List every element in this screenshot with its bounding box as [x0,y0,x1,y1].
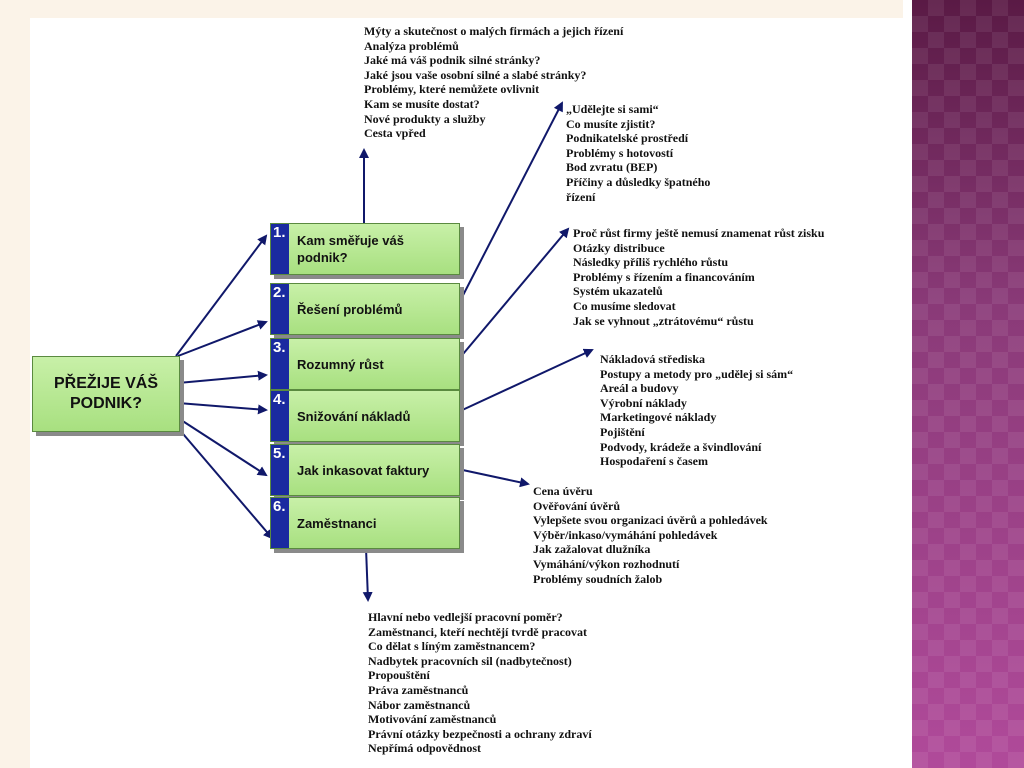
slide-left-band [0,0,30,768]
topic-box-3: 3. Rozumný růst [270,338,460,390]
list-item: Pojištění [600,424,645,439]
list-item: Problémy soudních žalob [533,571,663,586]
arrow-topic5-to-list [457,468,530,488]
topic-number: 6. [273,498,286,515]
topic-number: 1. [273,224,286,241]
topic-box-5: 5. Jak inkasovat faktury [270,444,460,496]
topic-label: Zaměstnanci [297,515,377,531]
arrow-center-to-topic3 [177,370,268,384]
list-item: Hospodaření s časem [600,454,708,469]
list-item: Právní otázky bezpečnosti a ochrany zdra… [368,726,592,741]
list-item: Problémy, které nemůžete ovlivnit [364,82,540,97]
arrow-center-to-topic1 [175,234,268,357]
topic-number: 2. [273,284,286,301]
list-item: Jaké jsou vaše osobní silné a slabé strá… [364,67,587,82]
list-item: Co dělat s líným zaměstnancem? [368,639,536,654]
arrow-topic2-to-list [457,101,563,306]
arrow-center-to-topic6 [177,427,274,540]
list-item: Nábor zaměstnanců [368,697,471,712]
arrow-center-to-topic5 [177,417,268,477]
topic-number: 5. [273,445,286,462]
list-item: Co musíte zjistit? [566,116,656,131]
list-item: Výběr/inkaso/vymáhání pohledávek [533,527,718,542]
arrow-center-to-topic2 [177,320,268,357]
list-item: Nadbytek pracovních sil (nadbytečnost) [368,653,572,668]
list-item: Cena úvěru [533,484,593,498]
topic-number-bar [271,391,289,441]
list-item: Příčiny a důsledky špatného [566,174,711,189]
list-item: Proč růst firmy ještě nemusí znamenat rů… [573,226,825,240]
list-item: řízení [566,189,596,204]
list-item: Vymáhání/výkon rozhodnutí [533,556,680,571]
topic2-subitems: „Udělejte si sami“ Co musíte zjistit? Po… [566,102,710,204]
center-box: PŘEŽIJE VÁŠ PODNIK? [32,356,180,432]
list-item: Bod zvratu (BEP) [566,160,658,175]
side-panel-border [903,0,912,768]
list-item: Zaměstnanci, kteří nechtějí tvrdě pracov… [368,624,587,639]
list-item: Marketingové náklady [600,410,717,425]
list-item: Ověřování úvěrů [533,498,620,513]
topic-label: Rozumný růst [297,356,384,372]
topic-box-2: 2. Řešení problémů [270,283,460,335]
list-item: „Udělejte si sami“ [566,102,659,116]
arrow-topic6-to-list [362,547,373,602]
topic-number-bar [271,498,289,548]
topic-box-4: 4. Snižování nákladů [270,390,460,442]
arrow-topic4-to-list [457,348,594,413]
list-item: Vylepšete svou organizaci úvěrů a pohled… [533,513,768,528]
topic5-subitems: Cena úvěru Ověřování úvěrů Vylepšete svo… [533,484,768,586]
topic-label: Řešení problémů [297,301,403,317]
list-item: Areál a budovy [600,381,679,396]
center-title-line1: PŘEŽIJE VÁŠ [53,375,159,392]
topic-label: Jak inkasovat faktury [297,462,430,478]
list-item: Systém ukazatelů [573,284,663,299]
decorative-side-panel [912,0,1024,768]
list-item: Co musíme sledovat [573,298,676,313]
list-item: Mýty a skutečnost o malých firmách a jej… [364,24,624,38]
list-item: Jak se vyhnout „ztrátovému“ růstu [573,313,754,328]
list-item: Otázky distribuce [573,240,665,255]
list-item: Práva zaměstnanců [368,682,469,697]
topic6-subitems: Hlavní nebo vedlejší pracovní poměr? Zam… [368,610,592,756]
center-title-line2: PODNIK? [70,395,142,412]
list-item: Postupy a metody pro „udělej si sám“ [600,366,794,381]
list-item: Nepřímá odpovědnost [368,741,482,756]
list-item: Propouštění [368,668,430,683]
list-item: Výrobní náklady [600,395,687,410]
list-item: Cesta vpřed [364,126,426,141]
arrow-topic3-to-list [457,227,570,361]
list-item: Podvody, krádeže a švindlování [600,439,762,454]
slide-top-band [0,0,903,18]
topic4-subitems: Nákladová střediska Postupy a metody pro… [600,352,793,469]
list-item: Jak zažalovat dlužníka [533,542,651,557]
topic-number-bar [271,339,289,389]
list-item: Kam se musíte dostat? [364,96,480,111]
list-item: Motivování zaměstnanců [368,712,497,727]
list-item: Následky příliš rychlého růstu [573,255,729,270]
topic1-subitems: Mýty a skutečnost o malých firmách a jej… [364,24,623,141]
topic-number-bar [271,445,289,495]
list-item: Nákladová střediska [600,352,706,366]
topic-number: 3. [273,339,286,356]
list-item: Podnikatelské prostředí [566,131,689,146]
list-item: Hlavní nebo vedlejší pracovní poměr? [368,610,563,624]
topic-box-6: 6. Zaměstnanci [270,497,460,549]
list-item: Jaké má váš podnik silné stránky? [364,53,541,68]
topic-number-bar [271,224,289,274]
arrow-center-to-topic4 [177,402,268,415]
topic-label: Snižování nákladů [297,408,411,424]
list-item: Problémy s hotovostí [566,145,674,160]
topic3-subitems: Proč růst firmy ještě nemusí znamenat rů… [573,226,824,328]
list-item: Analýza problémů [364,38,459,53]
topic-number-bar [271,284,289,334]
topic-number: 4. [273,391,286,408]
list-item: Problémy s řízením a financováním [573,269,755,284]
list-item: Nové produkty a služby [364,111,486,126]
